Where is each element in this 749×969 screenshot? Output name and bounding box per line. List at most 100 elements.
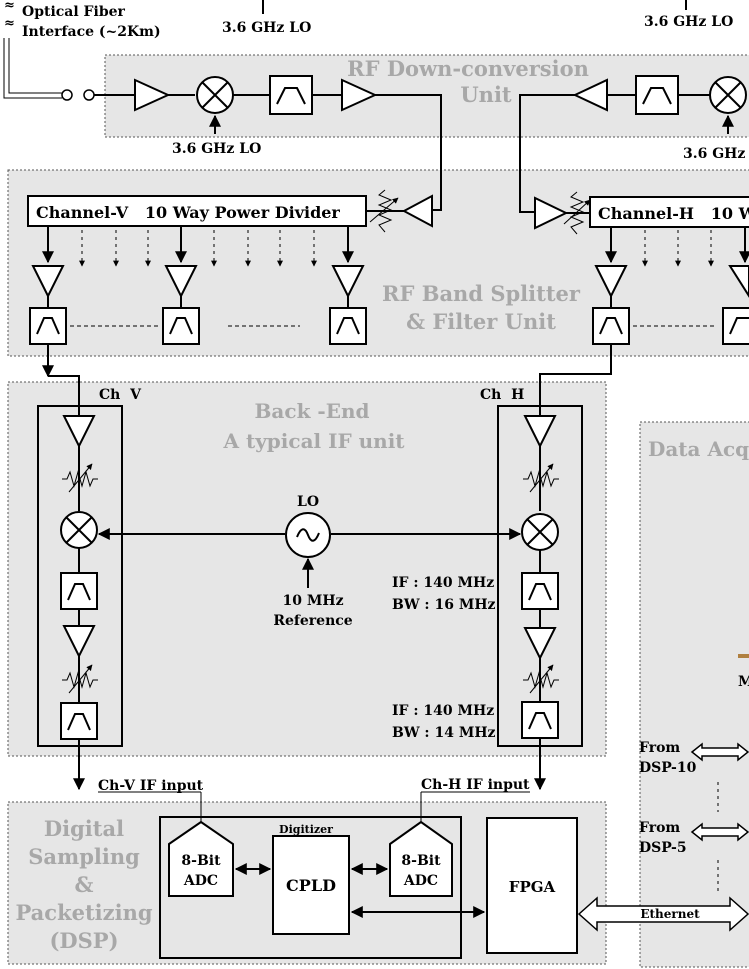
amplifier-icon — [401, 194, 433, 228]
bw2-label: BW : 14 MHz — [392, 725, 496, 741]
divider-h-label: Channel-H 10 W — [598, 204, 749, 223]
bandpass-filter-icon — [60, 572, 98, 610]
divider-v-label: Channel-V 10 Way Power Divider — [36, 203, 340, 222]
adc-h — [389, 820, 453, 897]
lo-top-left-label: 3.6 GHz LO — [222, 20, 311, 36]
splitter-title-2: & Filter Unit — [406, 309, 556, 334]
channel-h-power-divider — [589, 196, 749, 228]
reference-label-2: Reference — [273, 613, 352, 629]
lo-label: LO — [297, 494, 319, 510]
from-2-label-a: From — [639, 820, 680, 836]
rf-wire-down-v — [375, 94, 442, 211]
dsp-title-3: & — [75, 872, 94, 897]
digitizer-label: Digitizer — [279, 823, 333, 836]
attenuator-arrow — [529, 664, 554, 694]
connector-left — [61, 89, 73, 101]
acq-m-label: M — [738, 674, 749, 690]
attenuator-arrow — [68, 463, 93, 493]
from-2-label-b: DSP-5 — [639, 840, 687, 856]
lo-top-right-label: 3.6 GHz LO — [644, 14, 733, 30]
ethernet-label: Ethernet — [640, 907, 700, 921]
amplifier-icon — [594, 265, 628, 299]
dsp-title-5: (DSP) — [49, 928, 118, 953]
rf-down-title-2: Unit — [460, 82, 512, 107]
attenuator-arrow — [68, 664, 93, 694]
dsp-title-4: Packetizing — [15, 900, 152, 925]
filter-shape — [528, 583, 552, 601]
filter-shape — [169, 317, 193, 335]
bandpass-filter-icon — [329, 307, 367, 345]
h-to-backend-wire — [539, 344, 612, 415]
adc-v — [168, 820, 234, 897]
fpga-box — [486, 817, 578, 954]
backend-title-1: Back -End — [255, 399, 370, 423]
filter-shape — [729, 317, 749, 335]
digitizer-box — [159, 816, 462, 959]
dsp-title-1: Digital — [44, 816, 124, 841]
from-1-label-b: DSP-10 — [639, 760, 697, 776]
dsp-5-link — [690, 822, 749, 842]
attenuator-arrow — [529, 463, 554, 493]
reference-label-1: 10 MHz — [282, 593, 343, 609]
amplifier-icon — [31, 265, 65, 299]
adc-v-label-1: 8-Bit — [181, 853, 221, 869]
bandpass-filter-icon — [521, 701, 559, 739]
amplifier-icon — [728, 265, 749, 298]
filter-shape — [67, 583, 91, 601]
fiber-label-1: Optical Fiber — [22, 4, 126, 20]
amplifier-icon — [62, 625, 96, 659]
filter-shape — [599, 317, 623, 335]
amplifier-icon — [62, 415, 96, 449]
data-acq-title: Data Acq — [648, 437, 749, 461]
amplifier-icon — [134, 78, 171, 112]
fiber-tilde-2: ≈ — [4, 16, 15, 31]
fpga-label: FPGA — [509, 878, 556, 896]
bandpass-filter-icon — [592, 307, 630, 345]
rf-wire-down-h — [519, 94, 575, 213]
chv-input-label: Ch-V IF input — [98, 778, 204, 794]
amplifier-icon — [534, 196, 569, 230]
splitter-h-outputs — [605, 227, 749, 267]
mixer-cross — [714, 81, 742, 109]
bandpass-filter-icon — [269, 75, 313, 115]
ethernet-link — [577, 896, 749, 932]
attenuator-icon — [377, 189, 393, 233]
chh-input-label: Ch-H IF input — [421, 777, 530, 793]
splitter-v-outputs — [42, 226, 354, 267]
amplifier-icon — [341, 78, 378, 112]
mixer-cross — [201, 81, 229, 109]
amplifier-icon — [523, 627, 557, 661]
bandpass-filter-icon — [29, 307, 67, 345]
sine-icon — [296, 528, 320, 542]
bandpass-filter-icon — [521, 572, 559, 610]
adc-v-label-2: ADC — [183, 873, 218, 889]
amplifier-icon — [523, 415, 557, 449]
connector-right — [83, 89, 95, 101]
filter-shape — [528, 712, 552, 730]
bw1-label: BW : 16 MHz — [392, 597, 496, 613]
bandpass-filter-icon — [722, 307, 749, 345]
filter-shape — [276, 87, 306, 105]
fiber-line-2 — [8, 38, 62, 94]
attenuator-arrow — [369, 197, 399, 223]
rf-down-title-1: RF Down-conversion — [347, 56, 589, 81]
splitter-title-1: RF Band Splitter — [382, 281, 581, 306]
filter-shape — [36, 317, 60, 335]
from-1-label-a: From — [639, 740, 680, 756]
filter-shape — [642, 87, 672, 105]
ch-v-label: Ch V — [99, 387, 142, 403]
filter-shape — [336, 317, 360, 335]
device-icon — [738, 654, 749, 658]
bandpass-filter-icon — [162, 307, 200, 345]
v-backend-in — [48, 375, 80, 415]
fiber-label-2: Interface (~2Km) — [22, 24, 161, 40]
backend-title-2: A typical IF unit — [222, 429, 405, 453]
amplifier-icon — [164, 265, 198, 299]
bandpass-filter-icon — [60, 702, 98, 740]
dsp-title-2: Sampling — [28, 844, 140, 869]
adc-h-label-1: 8-Bit — [401, 853, 441, 869]
cpld-label: CPLD — [286, 876, 336, 895]
lo-bottom-left-label: 3.6 GHz LO — [172, 141, 261, 157]
bandpass-filter-icon — [635, 75, 679, 115]
if2-label: IF : 140 MHz — [392, 703, 494, 719]
